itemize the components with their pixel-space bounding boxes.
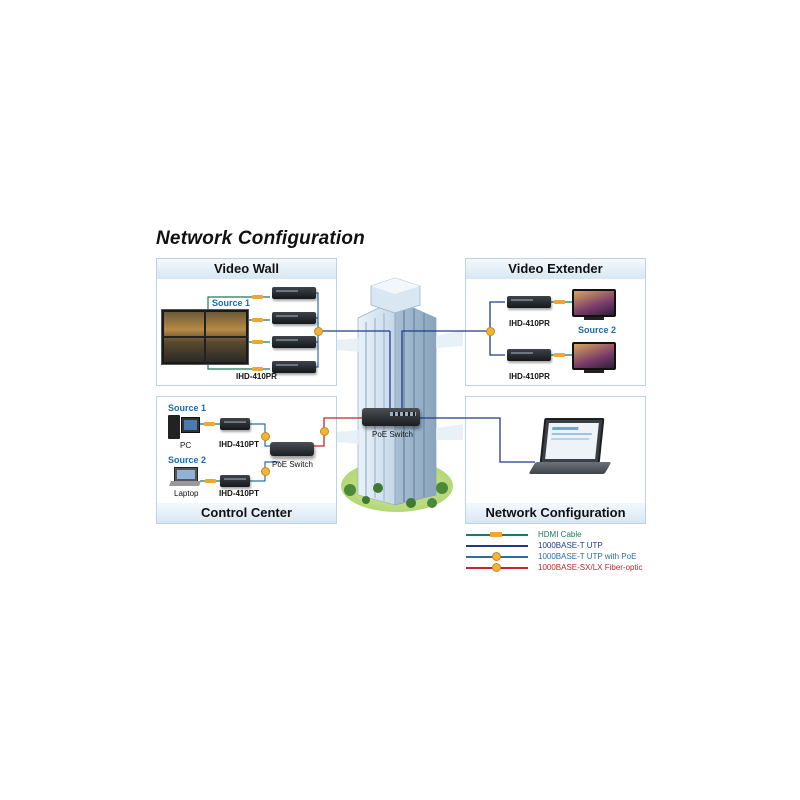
tv-stand [584,370,604,373]
receiver-device [507,349,551,361]
center-switch-label: PoE Switch [372,430,413,439]
legend-label: 1000BASE-T UTP with PoE [538,552,637,561]
extender-device-top-label: IHD-410PR [509,319,550,328]
video-wall-icon [161,309,249,365]
tv-icon [572,342,616,370]
transmitter-device [220,475,250,487]
poe-node [261,467,270,476]
hdmi-marker [252,340,263,344]
hdmi-marker [204,422,215,426]
extender-device-bottom-label: IHD-410PR [509,372,550,381]
tv-icon [572,289,616,317]
hdmi-marker [554,353,565,357]
receiver-device [272,361,316,373]
pc-label: PC [180,441,192,450]
hdmi-marker [554,300,565,304]
poe-node [492,552,501,561]
video-wall-source-label: Source 1 [212,298,251,308]
poe-switch-icon [362,408,420,426]
poe-switch-icon [270,442,314,456]
receiver-device [507,296,551,308]
tv-stand [584,317,604,320]
network-configuration-heading: Network Configuration [466,503,645,523]
poe-node [261,432,270,441]
page-title: Network Configuration [156,228,365,249]
legend-label: 1000BASE-SX/LX Fiber-optic [538,563,643,572]
laptop-icon [169,467,201,487]
hdmi-marker [252,367,263,371]
legend-label: 1000BASE-T UTP [538,541,603,550]
laptop-label: Laptop [174,489,199,498]
fiber-node [492,563,501,572]
fiber-node [320,427,329,436]
control-device1-label: IHD-410PT [219,440,260,449]
control-switch-label: PoE Switch [272,460,313,469]
extender-source-label: Source 2 [578,325,617,335]
control-source1-label: Source 1 [168,403,207,413]
video-wall-device-label: IHD-410PR [236,372,277,381]
hdmi-marker [252,318,263,322]
receiver-device [272,336,316,348]
hdmi-marker [252,295,263,299]
receiver-device [272,312,316,324]
legend-line [466,545,528,547]
laptop-icon [528,418,612,478]
legend-label: HDMI Cable [538,530,582,539]
video-wall-heading: Video Wall [157,259,336,279]
video-extender-heading: Video Extender [466,259,645,279]
utp-node [486,327,495,336]
hdmi-marker [490,532,502,537]
hdmi-marker [205,479,216,483]
pc-icon [168,415,200,439]
poe-node [314,327,323,336]
control-center-heading: Control Center [157,503,336,523]
transmitter-device [220,418,250,430]
control-source2-label: Source 2 [168,455,207,465]
control-device2-label: IHD-410PT [219,489,260,498]
receiver-device [272,287,316,299]
